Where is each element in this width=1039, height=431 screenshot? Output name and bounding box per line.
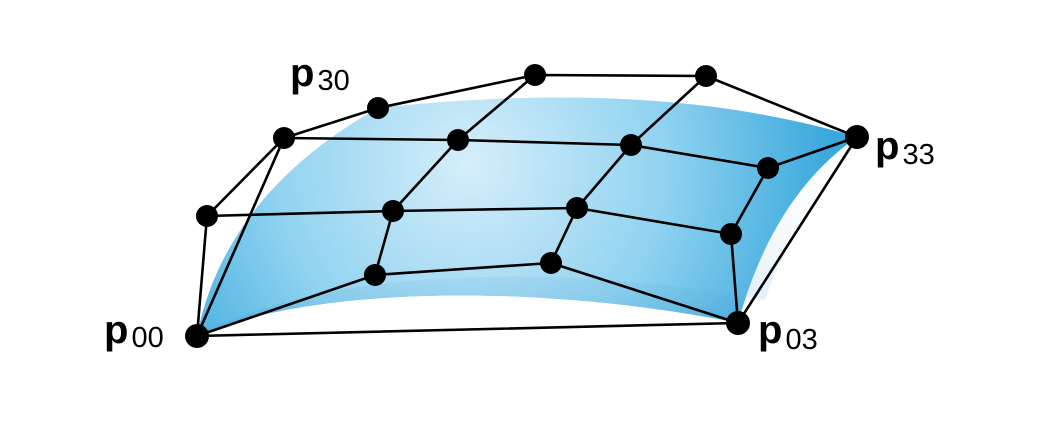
surface-shading — [197, 137, 857, 336]
label-p00-sub: 00 — [131, 322, 163, 354]
label-p03-main: p — [758, 308, 782, 352]
control-point — [364, 264, 386, 286]
control-point — [196, 205, 218, 227]
net-row-2 — [282, 136, 770, 170]
control-point — [273, 127, 295, 149]
control-point — [695, 65, 717, 87]
net-row-0 — [195, 321, 740, 338]
label-p30-main: p — [290, 51, 314, 95]
control-point — [524, 64, 546, 86]
control-points — [185, 64, 869, 348]
control-point-p30 — [367, 97, 389, 119]
net-hull-left — [195, 136, 286, 338]
bezier-surface — [197, 97, 857, 336]
label-p33-main: p — [875, 124, 899, 168]
surface-underside — [197, 295, 738, 336]
control-point-p33 — [845, 125, 869, 149]
control-point — [720, 223, 742, 245]
control-point — [620, 134, 642, 156]
net-col-0 — [195, 106, 380, 338]
net-row-3 — [376, 73, 859, 139]
surface-fill — [197, 97, 857, 336]
control-point — [566, 197, 588, 219]
net-col-3 — [729, 135, 859, 325]
control-point — [382, 200, 404, 222]
control-net — [195, 73, 859, 338]
label-p03-sub: 03 — [785, 324, 817, 356]
control-point — [447, 129, 469, 151]
label-p33-sub: 33 — [902, 139, 934, 171]
control-point-p00 — [185, 324, 209, 348]
net-row-1 — [205, 206, 733, 236]
net-inner-row — [373, 261, 553, 277]
control-point — [757, 157, 779, 179]
label-p00-main: p — [104, 308, 128, 352]
control-point — [540, 252, 562, 274]
net-hull-right — [736, 135, 859, 325]
label-p30-sub: 30 — [317, 65, 349, 97]
control-point-p03 — [726, 311, 750, 335]
